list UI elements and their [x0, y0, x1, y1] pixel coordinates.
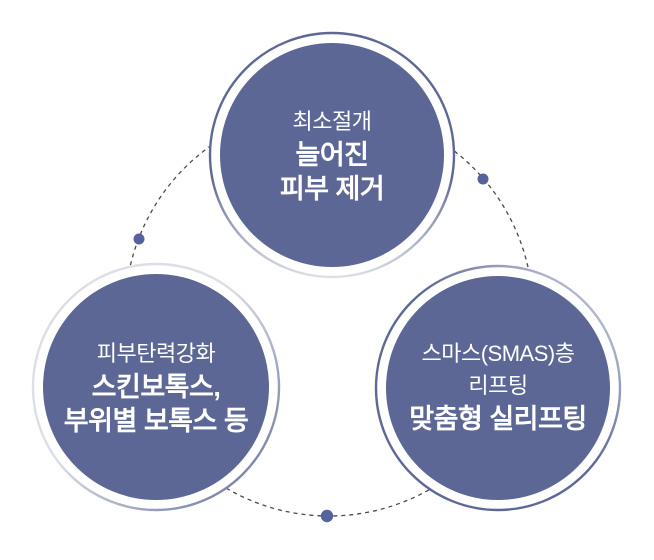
node-bottom-right-line-2: 리프팅 — [468, 373, 528, 398]
node-bottom-left-label: 피부탄력강화 스킨보톡스, 부위별 보톡스 등 — [6, 338, 306, 438]
connector-dot-left — [133, 233, 145, 245]
node-bottom-right-fill — [386, 276, 610, 500]
node-bottom-left-line-1: 피부탄력강화 — [96, 341, 216, 366]
node-top-circle — [208, 31, 456, 279]
node-top-line-3: 피부 제거 — [279, 174, 385, 204]
node-bottom-left-circle — [31, 262, 281, 512]
node-top-line-2: 늘어진 — [295, 140, 369, 170]
node-top-line-1: 최소절개 — [292, 109, 372, 134]
node-bottom-right-line-3: 맞춤형 실리프팅 — [409, 404, 587, 434]
node-bottom-right-circle — [374, 264, 622, 512]
connector-dot-right — [477, 173, 489, 185]
connector-dot-bottom — [320, 509, 334, 523]
node-bottom-left-line-2: 스킨보톡스, — [91, 372, 221, 402]
node-bottom-right-label: 스마스(SMAS)층 리프팅 맞춤형 실리프팅 — [348, 338, 648, 436]
node-top-fill — [220, 43, 444, 267]
node-bottom-right-line-1: 스마스(SMAS)층 — [421, 341, 575, 366]
node-bottom-left-line-3: 부위별 보톡스 등 — [63, 406, 249, 436]
node-bottom-left-fill — [43, 274, 269, 500]
node-top-label: 최소절개 늘어진 피부 제거 — [182, 106, 482, 206]
